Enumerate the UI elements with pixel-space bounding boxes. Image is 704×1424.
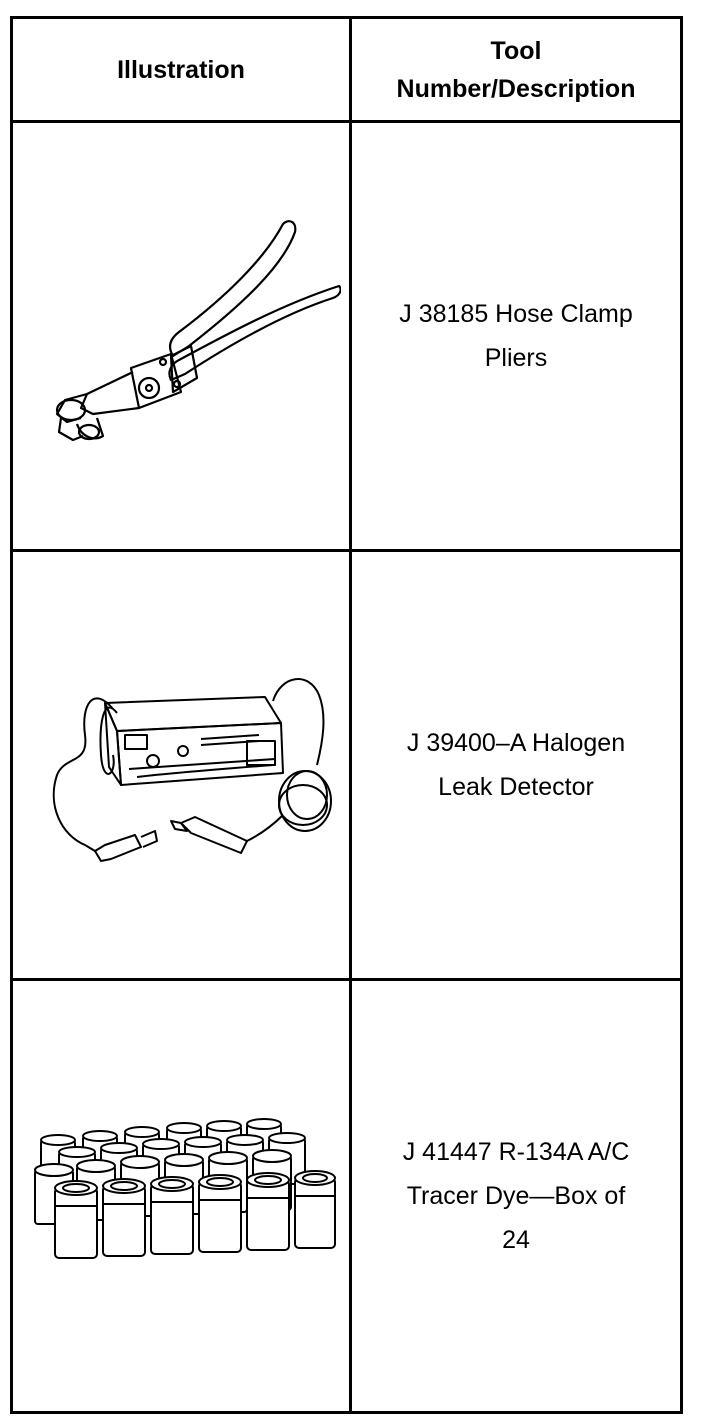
description-line: J 41447 R-134A A/C [402,1138,630,1167]
hose-clamp-pliers-icon [55,220,341,442]
tracer-dye-bottles-icon [34,1118,336,1260]
illustration-cell [10,549,352,982]
table-row: J 38185 Hose Clamp Pliers [10,120,683,553]
description-cell: J 41447 R-134A A/C Tracer Dye—Box of 24 [349,978,683,1414]
header-illustration-label: Illustration [117,55,245,84]
description-line: Tracer Dye—Box of [406,1182,626,1211]
description-line: J 39400–A Halogen [406,729,626,758]
description-line: J 38185 Hose Clamp [399,300,633,329]
table-row: J 41447 R-134A A/C Tracer Dye—Box of 24 [10,978,683,1414]
halogen-leak-detector-icon [52,678,332,863]
description-line: Leak Detector [438,773,594,802]
header-row: Illustration Tool Number/Description [10,15,683,124]
special-tools-table: Illustration Tool Number/Description [10,15,683,1414]
description-cell: J 38185 Hose Clamp Pliers [349,120,683,553]
header-tool-line1: Tool [490,36,542,65]
table-row: J 39400–A Halogen Leak Detector [10,549,683,982]
header-illustration: Illustration [10,15,352,124]
header-tool-number-description: Tool Number/Description [349,15,683,124]
description-line: 24 [502,1226,530,1255]
illustration-cell [10,120,352,553]
illustration-cell [10,978,352,1414]
description-line: Pliers [484,344,548,373]
description-cell: J 39400–A Halogen Leak Detector [349,549,683,982]
header-tool-line2: Number/Description [396,74,636,103]
